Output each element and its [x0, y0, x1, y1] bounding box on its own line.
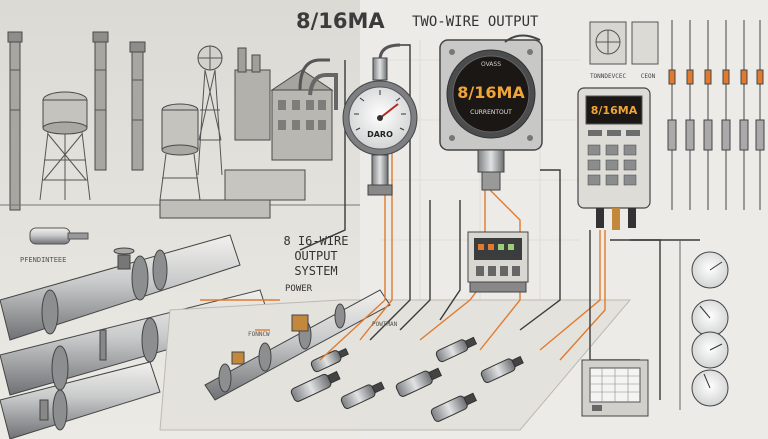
left-small-valve — [29, 227, 89, 245]
data-display-unit — [581, 359, 649, 417]
right-small-label-1: TONNDEVCEC — [590, 73, 627, 80]
right-dial-gauges — [679, 240, 729, 410]
transmitter-reading: 8/16MA — [457, 83, 525, 102]
system-label-line3: SYSTEM — [294, 264, 337, 278]
page-title: 8/16MA — [296, 9, 385, 33]
industrial-plant — [0, 31, 360, 219]
mid-small-label-2: POWTMAN — [372, 321, 398, 328]
transmitter-caption: CURRENTOUT — [470, 109, 512, 116]
proximity-sensors — [290, 336, 524, 422]
system-label-line2: OUTPUT — [294, 249, 337, 263]
vertical-probes — [667, 20, 765, 210]
handheld-calibrator: 8/16MA — [577, 87, 651, 230]
current-transmitter: OVASS 8/16MA CURRENTOUT — [439, 34, 543, 191]
page-subtitle: TWO-WIRE OUTPUT — [412, 14, 539, 30]
sensor-platform — [159, 299, 632, 431]
left-small-label: PFENDINTEEE — [20, 256, 66, 264]
pressure-gauge: DARO — [342, 43, 418, 196]
top-right-devices: TONNDEVCEC CEON — [589, 21, 659, 80]
gauge-label: DARO — [367, 130, 393, 139]
power-label: POWER — [285, 284, 313, 294]
mid-small-label-1: FONNCW — [248, 331, 270, 338]
transmitter-top-label: OVASS — [481, 61, 501, 68]
system-label-line1: 8 I6-WIRE — [283, 234, 348, 248]
handheld-display: 8/16MA — [591, 104, 638, 117]
inline-sensor-assembly — [204, 289, 391, 401]
right-small-label-2: CEON — [641, 73, 656, 80]
small-controller — [467, 231, 529, 293]
